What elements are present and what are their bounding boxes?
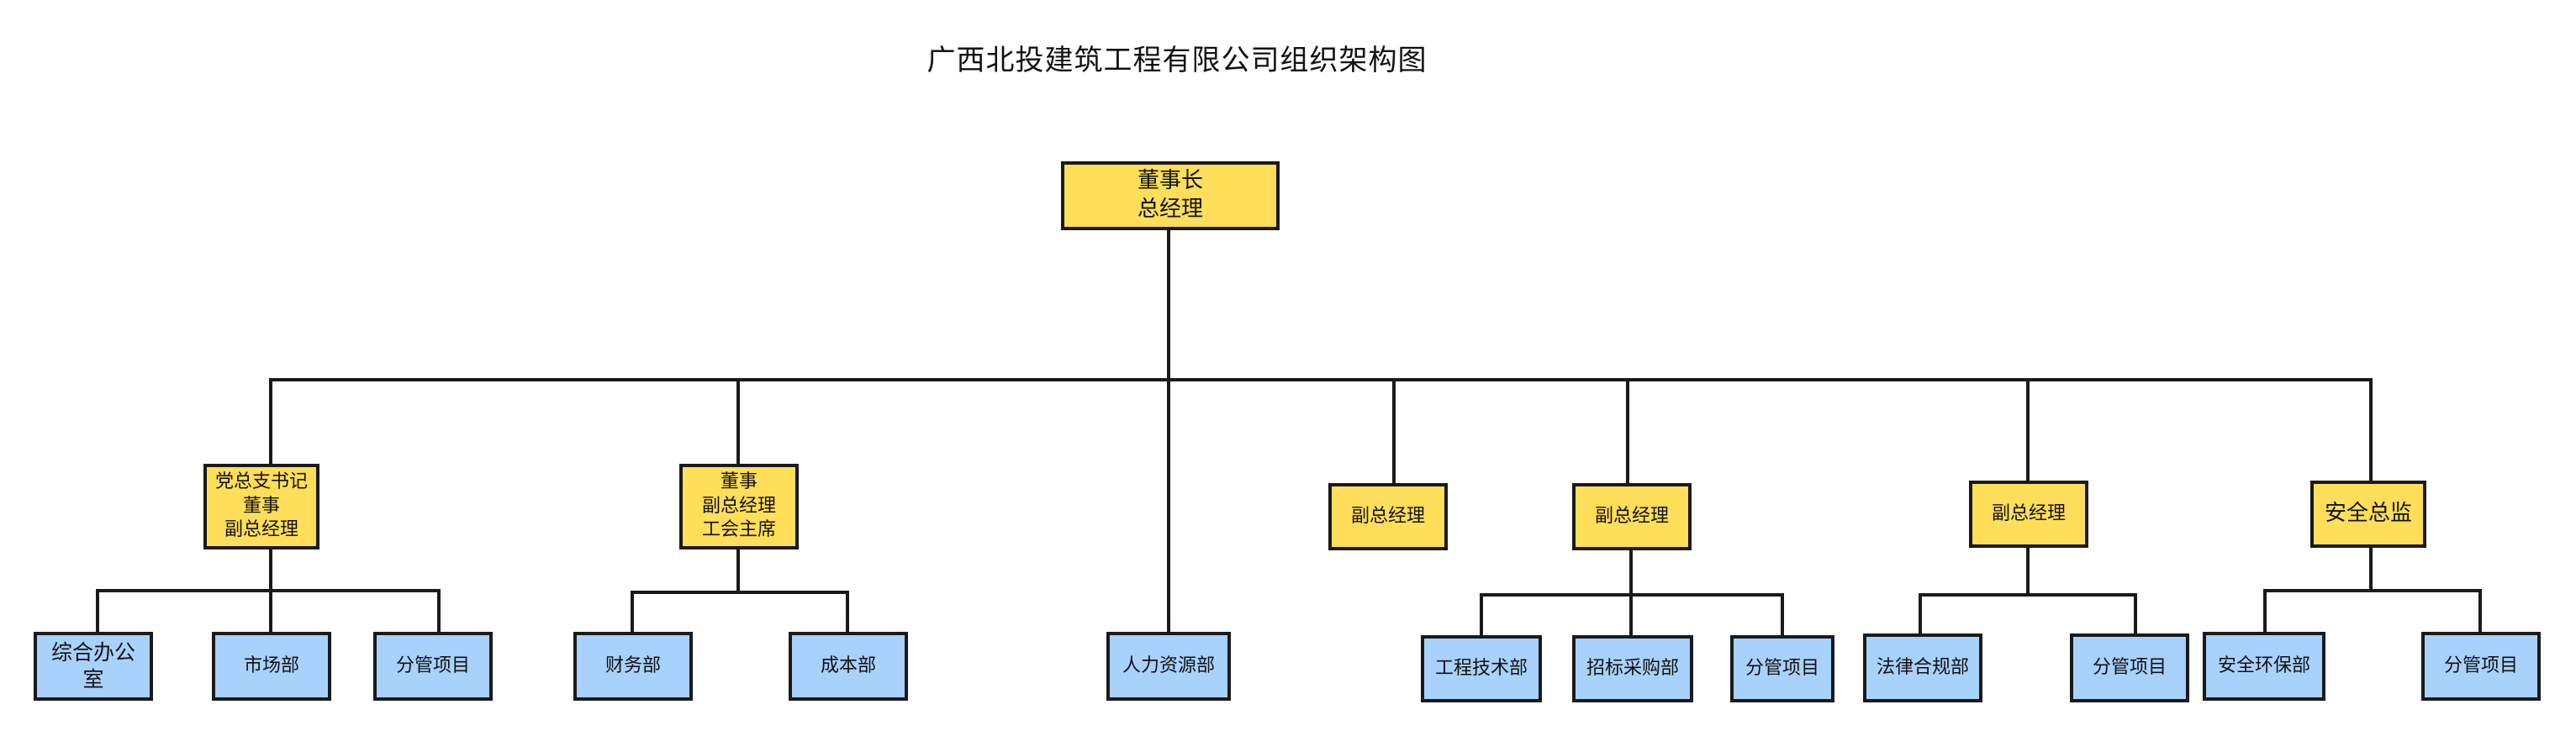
node-engineering-label: 工程技术部 xyxy=(1434,657,1528,679)
node-branch-projects-2: 分管项目 xyxy=(1730,635,1834,702)
node-vp-c-label: 副总经理 xyxy=(1991,502,2066,524)
node-marketing-label: 市场部 xyxy=(243,655,299,676)
node-director-vp-union: 董事 副总经理 工会主席 xyxy=(679,464,799,549)
page-title: 广西北投建筑工程有限公司组织架构图 xyxy=(926,44,1428,77)
node-general-office: 综合办公 室 xyxy=(34,632,153,701)
node-vp-a-label: 副总经理 xyxy=(1350,505,1425,527)
node-marketing: 市场部 xyxy=(212,632,331,701)
node-branch-projects-3: 分管项目 xyxy=(2070,633,2189,702)
node-vp-b-label: 副总经理 xyxy=(1594,505,1669,527)
node-safety-director: 安全总监 xyxy=(2310,481,2426,548)
node-hr-label: 人力资源部 xyxy=(1122,655,1215,676)
node-director-vp-union-label: 董事 副总经理 工会主席 xyxy=(701,471,776,541)
node-branch-projects-1-label: 分管项目 xyxy=(395,655,470,676)
node-branch-projects-4-label: 分管项目 xyxy=(2443,655,2518,676)
node-hr: 人力资源部 xyxy=(1106,632,1231,701)
node-chairman-gm-label: 董事长 总经理 xyxy=(1137,168,1203,222)
node-safety-director-label: 安全总监 xyxy=(2324,501,2412,527)
node-party-secretary: 党总支书记 董事 副总经理 xyxy=(203,464,319,549)
node-procurement-label: 招标采购部 xyxy=(1586,657,1679,679)
node-branch-projects-2-label: 分管项目 xyxy=(1745,657,1819,679)
node-chairman-gm: 董事长 总经理 xyxy=(1061,161,1280,230)
node-vp-c: 副总经理 xyxy=(1969,481,2088,548)
node-legal-label: 法律合规部 xyxy=(1876,656,1969,678)
node-cost-label: 成本部 xyxy=(820,655,876,676)
node-branch-projects-1: 分管项目 xyxy=(373,632,493,701)
node-engineering: 工程技术部 xyxy=(1421,635,1542,702)
node-safety-env: 安全环保部 xyxy=(2203,632,2325,701)
node-procurement: 招标采购部 xyxy=(1572,635,1693,702)
node-general-office-label: 综合办公 室 xyxy=(50,639,135,692)
node-vp-b: 副总经理 xyxy=(1572,483,1692,550)
node-safety-env-label: 安全环保部 xyxy=(2217,655,2310,676)
node-branch-projects-3-label: 分管项目 xyxy=(2092,656,2167,678)
node-legal: 法律合规部 xyxy=(1863,633,1982,702)
node-finance-label: 财务部 xyxy=(604,655,661,676)
node-finance: 财务部 xyxy=(573,632,693,701)
node-party-secretary-label: 党总支书记 董事 副总经理 xyxy=(214,471,308,541)
node-cost: 成本部 xyxy=(789,632,908,701)
node-branch-projects-4: 分管项目 xyxy=(2421,632,2541,701)
node-vp-a: 副总经理 xyxy=(1328,483,1448,550)
